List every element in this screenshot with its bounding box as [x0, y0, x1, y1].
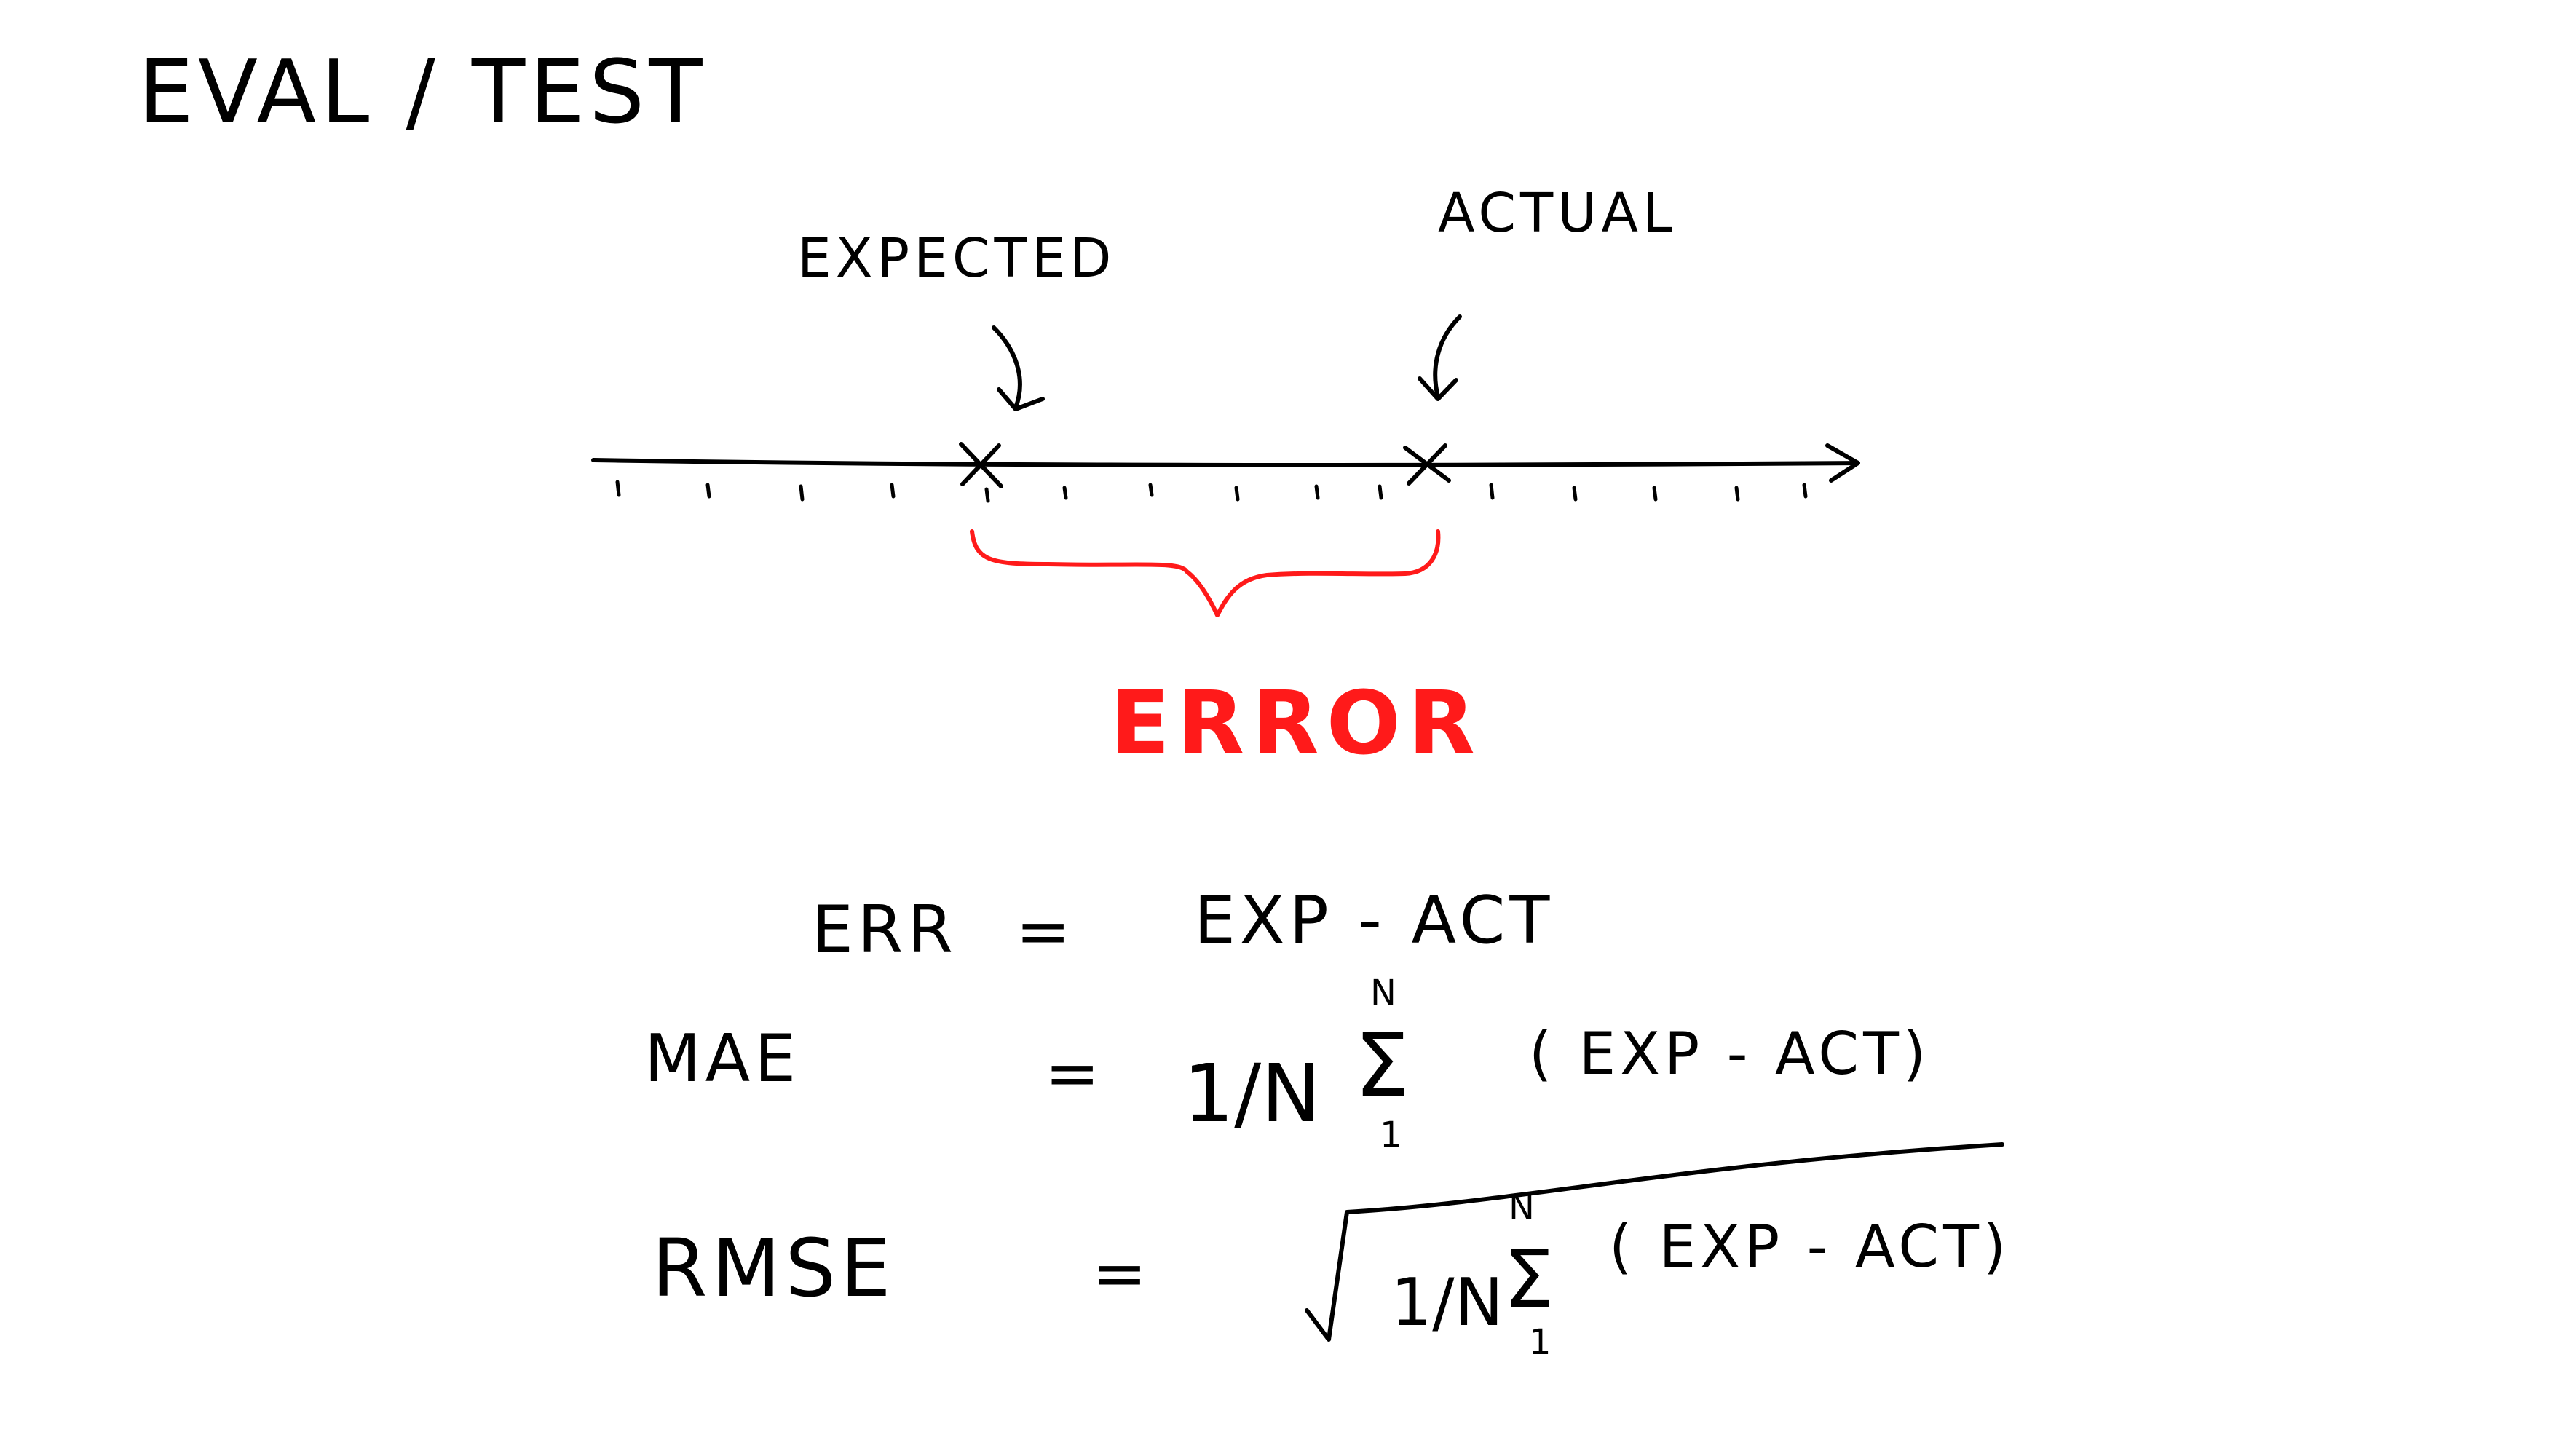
expected-arrow-icon — [992, 325, 1045, 411]
rmse-lhs: RMSE — [652, 1222, 896, 1315]
rmse-fraction: 1/N — [1391, 1265, 1503, 1341]
tick-marks — [615, 480, 1808, 503]
rmse-sum-top: N — [1509, 1187, 1535, 1228]
mae-sum-symbol: Σ — [1354, 1016, 1410, 1117]
number-line — [591, 458, 1859, 467]
mae-lhs: MAE — [644, 1021, 800, 1097]
mae-term: ( EXP - ACT) — [1529, 1020, 1930, 1088]
err-rhs: EXP - ACT — [1194, 882, 1554, 959]
expected-marker-icon — [959, 442, 1003, 488]
mae-fraction: 1/N — [1183, 1047, 1321, 1140]
expected-label: EXPECTED — [797, 227, 1115, 290]
actual-marker-icon — [1403, 443, 1451, 486]
error-label: ERROR — [1110, 673, 1482, 775]
error-brace-icon — [970, 529, 1441, 617]
title: EVAL / TEST — [138, 42, 707, 143]
mae-sum-bottom: 1 — [1380, 1115, 1402, 1155]
err-equals: = — [1016, 893, 1075, 970]
rmse-term: ( EXP - ACT) — [1609, 1213, 2010, 1281]
mae-equals: = — [1045, 1035, 1104, 1112]
actual-arrow-icon — [1418, 314, 1462, 401]
sqrt-icon — [1305, 1142, 2004, 1342]
rmse-sum-bottom: 1 — [1529, 1322, 1552, 1363]
mae-sum-top: N — [1370, 973, 1396, 1013]
actual-label: ACTUAL — [1438, 182, 1677, 245]
rmse-equals: = — [1092, 1235, 1151, 1312]
rmse-sum-symbol: Σ — [1503, 1233, 1554, 1326]
err-lhs: ERR — [812, 892, 957, 968]
number-line-arrowhead-icon — [1825, 443, 1860, 483]
